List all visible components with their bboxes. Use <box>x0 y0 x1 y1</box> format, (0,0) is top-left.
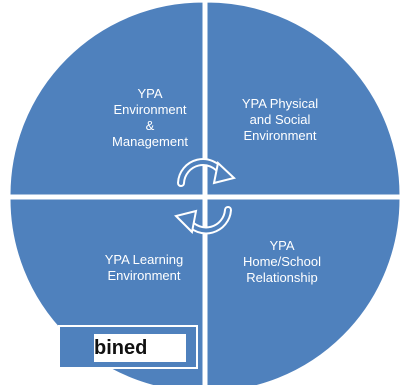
quadrant-top-right-label: YPA Physical and Social Environment <box>241 96 319 143</box>
cycle-arrows <box>174 158 237 235</box>
quadrant-bottom-right-label: YPA Home/School Relationship <box>242 238 322 285</box>
cycle-arrow-bottom-head-icon <box>174 209 198 235</box>
quadrant-top-left-label: YPA Environment & Management <box>112 86 188 149</box>
cycle-arrow-top-head-icon <box>212 161 237 185</box>
quadrant-top-left <box>9 1 204 196</box>
quadrant-bottom-left-label: YPA Learning Environment <box>104 252 184 283</box>
overlay-label-box: bined <box>58 325 198 369</box>
quadrant-top-right <box>206 1 401 196</box>
quadrant-bottom-right <box>206 198 401 385</box>
overlay-label-text: bined <box>94 334 186 362</box>
